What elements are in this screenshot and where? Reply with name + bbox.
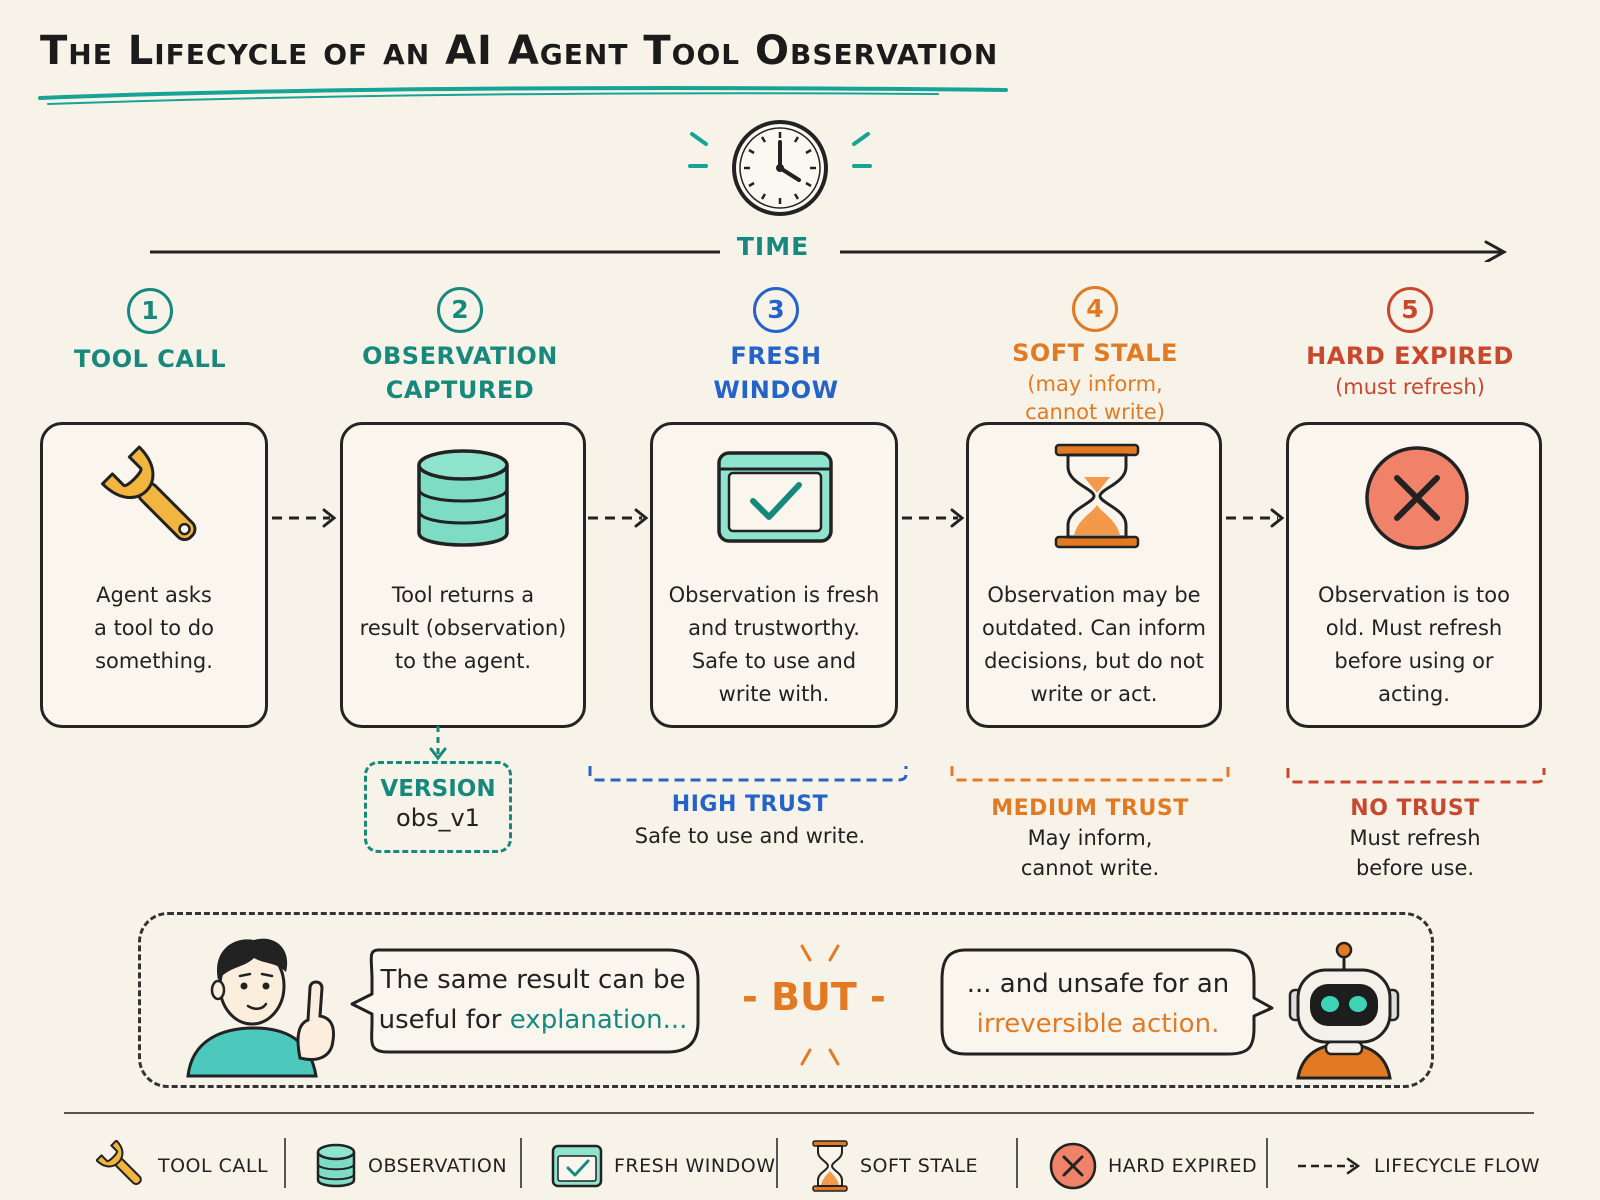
burst-lines — [800, 944, 840, 1066]
stage-description: Observation may be outdated. Can inform … — [981, 583, 1207, 706]
stage-description: Observation is too old. Must refresh bef… — [1318, 583, 1510, 706]
window-check-icon — [551, 1144, 603, 1188]
legend-separator — [776, 1138, 778, 1188]
wrench-icon — [101, 445, 197, 542]
trust-description-line1: Must refresh — [1349, 826, 1481, 850]
legend-label: FRESH WINDOW — [614, 1155, 776, 1177]
hourglass-icon — [812, 1140, 848, 1192]
database-icon — [417, 449, 509, 547]
stage-header-3: 3 FRESH WINDOW — [676, 287, 876, 407]
x-circle-icon — [1049, 1142, 1097, 1190]
highlight-explanation: explanation... — [509, 1005, 688, 1035]
legend-item-lifecycle-flow: LIFECYCLE FLOW — [1296, 1138, 1540, 1194]
robot-illustration — [1288, 941, 1400, 1080]
stage-card-observation: Tool returns a result (observation) to t… — [340, 422, 586, 728]
version-value: obs_v1 — [396, 804, 480, 832]
trust-description-line1: May inform, — [1027, 826, 1153, 850]
stage-number-badge: 4 — [1072, 286, 1118, 332]
right-speech-bubble — [940, 948, 1274, 1056]
comparison-panel — [138, 912, 1434, 1088]
timeline-arrow — [150, 240, 1508, 262]
flow-arrow — [588, 508, 649, 528]
legend-label: OBSERVATION — [368, 1155, 508, 1177]
trust-title: NO TRUST — [1350, 796, 1480, 821]
trust-bracket-high — [588, 766, 908, 782]
stage-header-4: 4 SOFT STALE (may inform, cannot write) — [990, 286, 1200, 426]
stage-header-1: 1 TOOL CALL — [60, 288, 240, 376]
stage-subtitle: (must refresh) — [1335, 375, 1485, 399]
trust-high: HIGH TRUST Safe to use and write. — [600, 792, 900, 851]
person-illustration — [186, 938, 335, 1078]
stage-subtitle-line1: (may inform, — [1027, 372, 1163, 396]
version-connector — [429, 726, 447, 761]
legend-label: HARD EXPIRED — [1108, 1155, 1258, 1177]
legend-item-observation: OBSERVATION — [314, 1138, 507, 1194]
stage-number-badge: 1 — [127, 288, 173, 334]
stage-number-badge: 2 — [437, 287, 483, 333]
trust-none: NO TRUST Must refresh before use. — [1290, 796, 1540, 883]
clock-icon — [688, 120, 872, 216]
trust-description-line2: before use. — [1355, 856, 1475, 880]
but-label: - BUT - — [742, 975, 886, 1019]
right-bubble-text: ... and unsafe for an irreversible actio… — [948, 964, 1248, 1044]
stage-title: HARD EXPIRED — [1306, 342, 1514, 370]
stage-header-2: 2 OBSERVATION CAPTURED — [355, 287, 565, 407]
version-box: VERSION obs_v1 — [364, 761, 512, 853]
database-icon — [316, 1143, 356, 1188]
legend-item-fresh-window: FRESH WINDOW — [550, 1138, 776, 1194]
legend-separator — [520, 1138, 522, 1188]
legend-item-soft-stale: SOFT STALE — [810, 1138, 978, 1194]
highlight-irreversible-action: irreversible action. — [976, 1009, 1220, 1039]
window-check-icon — [717, 451, 833, 543]
left-bubble-text: The same result can be useful for explan… — [378, 965, 688, 1035]
flow-arrow — [1226, 508, 1285, 528]
legend-label: TOOL CALL — [158, 1155, 269, 1177]
stage-title-line1: FRESH — [730, 342, 822, 370]
trust-description: Safe to use and write. — [634, 824, 866, 848]
stage-title: SOFT STALE — [1012, 339, 1178, 367]
trust-bracket-medium — [950, 766, 1230, 782]
trust-bracket-none — [1286, 768, 1546, 784]
stage-card-soft-stale: Observation may be outdated. Can inform … — [966, 422, 1222, 728]
dashed-arrow-icon — [1298, 1157, 1361, 1175]
hourglass-icon — [1054, 443, 1140, 549]
trust-title: HIGH TRUST — [671, 792, 829, 817]
legend-label: LIFECYCLE FLOW — [1374, 1155, 1541, 1177]
legend-label: SOFT STALE — [860, 1155, 979, 1177]
legend-separator — [284, 1138, 286, 1188]
legend-divider — [64, 1112, 1534, 1114]
stage-number-badge: 3 — [753, 287, 799, 333]
stage-header-5: 5 HARD EXPIRED (must refresh) — [1300, 287, 1520, 401]
stage-card-fresh-window: Observation is fresh and trustworthy. Sa… — [650, 422, 898, 728]
title-underline — [38, 86, 1008, 105]
timeline-label: TIME — [736, 232, 810, 261]
legend-item-tool-call: TOOL CALL — [96, 1138, 268, 1194]
x-circle-icon — [1365, 446, 1469, 550]
stage-title-line2: CAPTURED — [385, 376, 535, 404]
legend-separator — [1016, 1138, 1018, 1188]
stage-card-hard-expired: Observation is too old. Must refresh bef… — [1286, 422, 1542, 728]
trust-description-line2: cannot write. — [1020, 856, 1160, 880]
trust-title: MEDIUM TRUST — [991, 796, 1189, 821]
stage-number-badge: 5 — [1387, 287, 1433, 333]
stage-subtitle-line2: cannot write) — [990, 398, 1200, 426]
stage-title-line2: WINDOW — [713, 376, 839, 404]
stage-title-line1: OBSERVATION — [362, 342, 558, 370]
flow-arrow — [902, 508, 965, 528]
version-label: VERSION — [380, 776, 496, 802]
legend-separator — [1266, 1138, 1268, 1188]
stage-description: Agent asks a tool to do something. — [94, 583, 214, 673]
legend-item-hard-expired: HARD EXPIRED — [1048, 1138, 1257, 1194]
stage-title: TOOL CALL — [73, 345, 227, 373]
wrench-icon — [96, 1140, 142, 1186]
trust-medium: MEDIUM TRUST May inform, cannot write. — [960, 796, 1220, 883]
stage-description: Tool returns a result (observation) to t… — [359, 583, 567, 673]
page-title: The Lifecycle of an AI Agent Tool Observ… — [40, 28, 999, 74]
stage-description: Observation is fresh and trustworthy. Sa… — [668, 583, 880, 706]
stage-card-tool-call: Agent asks a tool to do something. — [40, 422, 268, 728]
flow-arrow — [272, 508, 337, 528]
left-speech-bubble — [350, 948, 700, 1054]
